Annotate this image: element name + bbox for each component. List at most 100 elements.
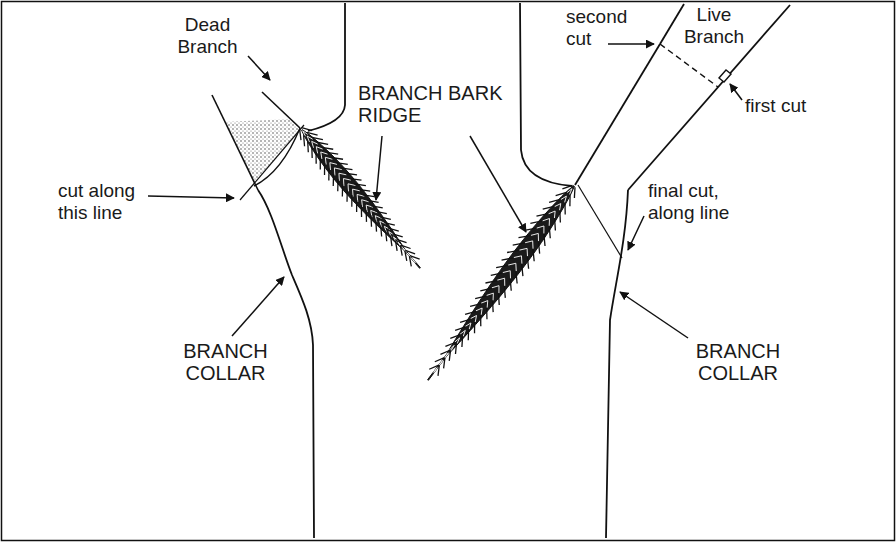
ridge-feather [412,258,416,262]
ridge-feather [405,251,407,261]
ridge-feather [519,248,527,250]
ridge-feather [533,249,534,261]
ridge-feather [444,358,445,368]
ridge-feather [527,256,528,268]
ridge-feather [333,174,335,186]
ridge-feather [438,366,439,376]
ridge-feather [554,219,556,231]
ridge-feather [350,179,362,181]
final-cut-line [578,185,622,258]
ridge-feather [435,358,445,362]
ridge-feather [321,152,322,159]
ridge-feather [560,204,561,211]
ridge-feather [449,351,450,361]
ridge-feather [474,322,475,333]
ridge-feather [302,128,312,131]
ridge-feather [554,211,556,218]
ridge-feather [487,301,489,308]
ridge-feather [564,203,566,214]
ridge-feather [475,316,476,323]
ridge-feather [336,163,348,165]
ridge-feather [510,271,511,279]
live-branch-edge [575,44,660,185]
bark-ridge [302,130,421,269]
ridge-feather [493,293,494,300]
ridge-feather [376,211,387,213]
ridge-feather [570,189,572,195]
ridge-feather [345,173,357,175]
ridge-feather [445,353,449,358]
ridge-feather [461,336,463,347]
ridge-feather [358,189,370,191]
ridge-feather [492,286,499,288]
ridge-feather [409,256,411,266]
ridge-feather [434,368,437,373]
bark-ridges [300,128,575,381]
ridge-feather [346,190,348,202]
ridge-feather [354,184,366,186]
ridge-feather [317,142,328,144]
ridge-feather [504,286,506,298]
ridge-feather [562,185,572,189]
ridge-feather [470,304,481,307]
ridge-feather [312,137,323,139]
ridge-feather [315,152,316,164]
ridge-feather [543,206,554,209]
ridge-feather [439,360,442,365]
ridge-feather [565,196,567,202]
ridge-feather [340,168,352,170]
ridge-feather [465,311,476,314]
leader-arrow [628,216,644,250]
ridge-feather [450,345,454,349]
ridge-feather [429,365,439,369]
ridge-feather [361,205,362,217]
part-label: BRANCH BARK RIDGE [358,82,523,126]
ridge-feather [303,135,305,146]
ridge-feather [351,195,352,207]
ridge-feather [525,241,533,243]
first-cut-notch [719,70,731,82]
ridge-feather [516,271,517,283]
ridge-feather [492,300,494,312]
ridge-feather [521,256,522,264]
leader-arrow [470,136,526,232]
ridge-feather [457,338,460,344]
ridge-feather [455,343,456,354]
ridge-feather [400,245,402,255]
ridge-feather [386,230,387,241]
ridge-feather [463,330,465,336]
ridge-feather [311,147,313,159]
ridge-feather [455,327,465,330]
ridge-feather [543,226,544,233]
stem-outline [308,3,345,131]
trunk-outline [606,190,628,538]
ridge-feather [307,132,318,135]
trunk-outline [258,190,314,538]
ridge-feather [322,147,334,149]
ridge-feather [367,200,379,202]
ridge-feather [485,281,497,283]
ridge-feather [380,225,382,236]
ridge-feather [486,293,493,295]
dead-branch-edge [212,95,258,190]
leader-arrow [620,292,688,338]
ridge-feather [537,226,544,228]
ridge-feather [384,223,395,226]
ridge-feather [514,256,522,258]
ridge-feather [532,241,533,249]
ridge-feather [543,219,550,221]
ridge-feather [300,129,301,140]
ridge-feather [388,228,399,231]
ridge-feather [574,187,576,198]
ridge-feather [433,368,437,373]
cut-label: cut along this line [58,180,153,224]
cut-label: second cut [566,6,641,50]
part-label: BRANCH COLLAR [678,340,798,384]
ridge-feather [486,308,488,320]
ridge-feather [392,234,402,237]
ridge-feather [439,360,443,365]
ridge-feather [510,279,511,291]
